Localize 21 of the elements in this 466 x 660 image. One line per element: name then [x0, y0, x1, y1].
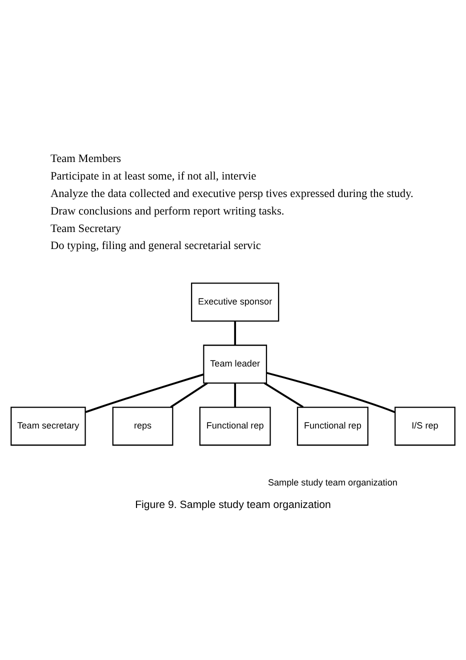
node-box: reps — [112, 406, 174, 446]
connector — [234, 382, 236, 407]
connector — [234, 320, 236, 345]
label: Team Secretary — [50, 222, 122, 234]
label: Analyze the data collected and executive persp tives expressed during the study. — [50, 187, 414, 200]
node-box: I/S rep — [394, 406, 456, 446]
label: Sample study team organization — [268, 476, 398, 487]
node-box: Team leader — [203, 344, 268, 384]
connector — [266, 371, 396, 413]
label: Team Members — [50, 152, 122, 165]
label: Draw conclusions and perform report writing tasks. — [50, 204, 284, 217]
node-box: Team secretary — [10, 406, 86, 446]
label: Do typing, filing and general secretarial servic — [50, 240, 261, 252]
connector — [85, 373, 204, 412]
node-box: Functional rep — [199, 406, 271, 446]
node-box: Executive sponsor — [191, 282, 280, 322]
caption: Figure 9. Sample study team organization — [135, 498, 331, 511]
label: Participate in at least some, if not all, intervie — [50, 170, 256, 182]
connector — [170, 382, 208, 408]
node-box: Functional rep — [296, 406, 368, 446]
connector — [264, 382, 304, 408]
